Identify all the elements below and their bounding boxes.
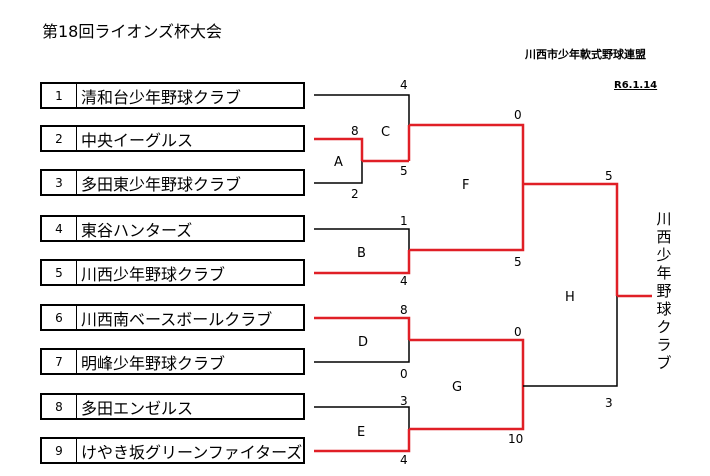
- bracket-line: [314, 429, 411, 453]
- team-seed: 2: [42, 127, 77, 150]
- team-name: 清和台少年野球クラブ: [81, 87, 242, 107]
- match-label-g: G: [452, 380, 462, 395]
- team-seed: 5: [42, 261, 77, 284]
- score: 0: [514, 108, 522, 122]
- score: 5: [605, 169, 613, 183]
- team-seed: 8: [42, 395, 77, 418]
- score: 0: [514, 325, 522, 339]
- bracket-line: [409, 123, 525, 184]
- team-name: 多田エンゼルス: [81, 398, 194, 418]
- team-row: 8 多田エンゼルス: [40, 393, 305, 420]
- bracket-line: [314, 250, 411, 275]
- score: 8: [351, 124, 359, 138]
- team-seed: 3: [42, 171, 77, 194]
- score: 1: [400, 214, 408, 228]
- bracket-line: [314, 406, 410, 429]
- team-name: けやき坂グリーンファイターズ: [81, 442, 303, 462]
- score: 3: [400, 394, 408, 408]
- bracket-line: [314, 161, 363, 184]
- team-row: 5 川西少年野球クラブ: [40, 259, 305, 286]
- score: 2: [351, 187, 359, 201]
- team-seed: 9: [42, 439, 77, 462]
- team-name: 東谷ハンターズ: [81, 220, 193, 240]
- match-label-e: E: [357, 425, 365, 440]
- team-row: 6 川西南ベースボールクラブ: [40, 304, 305, 331]
- bracket-line: [314, 94, 410, 125]
- team-name: 川西南ベースボールクラブ: [81, 309, 273, 329]
- team-row: 4 東谷ハンターズ: [40, 215, 305, 242]
- match-label-c: C: [381, 125, 390, 140]
- team-row: 1 清和台少年野球クラブ: [40, 82, 305, 109]
- match-label-h: H: [565, 290, 575, 305]
- bracket-line: [314, 137, 364, 161]
- bracket-line: [314, 316, 411, 340]
- bracket-line: [523, 296, 618, 387]
- match-label-b: B: [357, 246, 366, 261]
- team-seed: 6: [42, 306, 77, 329]
- team-name: 多田東少年野球クラブ: [81, 174, 242, 194]
- bracket-line: [523, 182, 619, 296]
- score: 3: [605, 396, 613, 410]
- bracket-line: [409, 386, 525, 431]
- team-seed: 7: [42, 350, 77, 373]
- team-name: 中央イーグルス: [81, 130, 194, 150]
- bracket-line: [409, 338, 525, 386]
- score: 4: [400, 78, 408, 92]
- bracket-line: [409, 184, 525, 252]
- team-row: 3 多田東少年野球クラブ: [40, 169, 305, 196]
- tournament-date: R6.1.14: [614, 80, 658, 91]
- match-label-f: F: [462, 178, 469, 193]
- score: 5: [400, 164, 408, 178]
- team-row: 9 けやき坂グリーンファイターズ: [40, 437, 305, 464]
- score: 8: [400, 303, 408, 317]
- organizer-name: 川西市少年軟式野球連盟: [525, 48, 646, 61]
- team-row: 7 明峰少年野球クラブ: [40, 348, 305, 375]
- bracket-line: [314, 340, 410, 363]
- team-seed: 4: [42, 217, 77, 240]
- score: 4: [400, 274, 408, 288]
- score: 0: [400, 367, 408, 381]
- team-name: 川西少年野球クラブ: [81, 264, 226, 284]
- team-seed: 1: [42, 84, 77, 107]
- score: 5: [514, 255, 522, 269]
- champion-name: 川西少年野球クラブ: [656, 210, 672, 372]
- match-label-d: D: [358, 335, 368, 350]
- team-name: 明峰少年野球クラブ: [81, 353, 226, 373]
- tournament-title: 第18回ライオンズ杯大会: [42, 22, 223, 41]
- score: 10: [508, 432, 523, 446]
- match-label-a: A: [334, 155, 343, 170]
- bracket-line: [314, 228, 410, 250]
- score: 4: [400, 453, 408, 467]
- team-row: 2 中央イーグルス: [40, 125, 305, 152]
